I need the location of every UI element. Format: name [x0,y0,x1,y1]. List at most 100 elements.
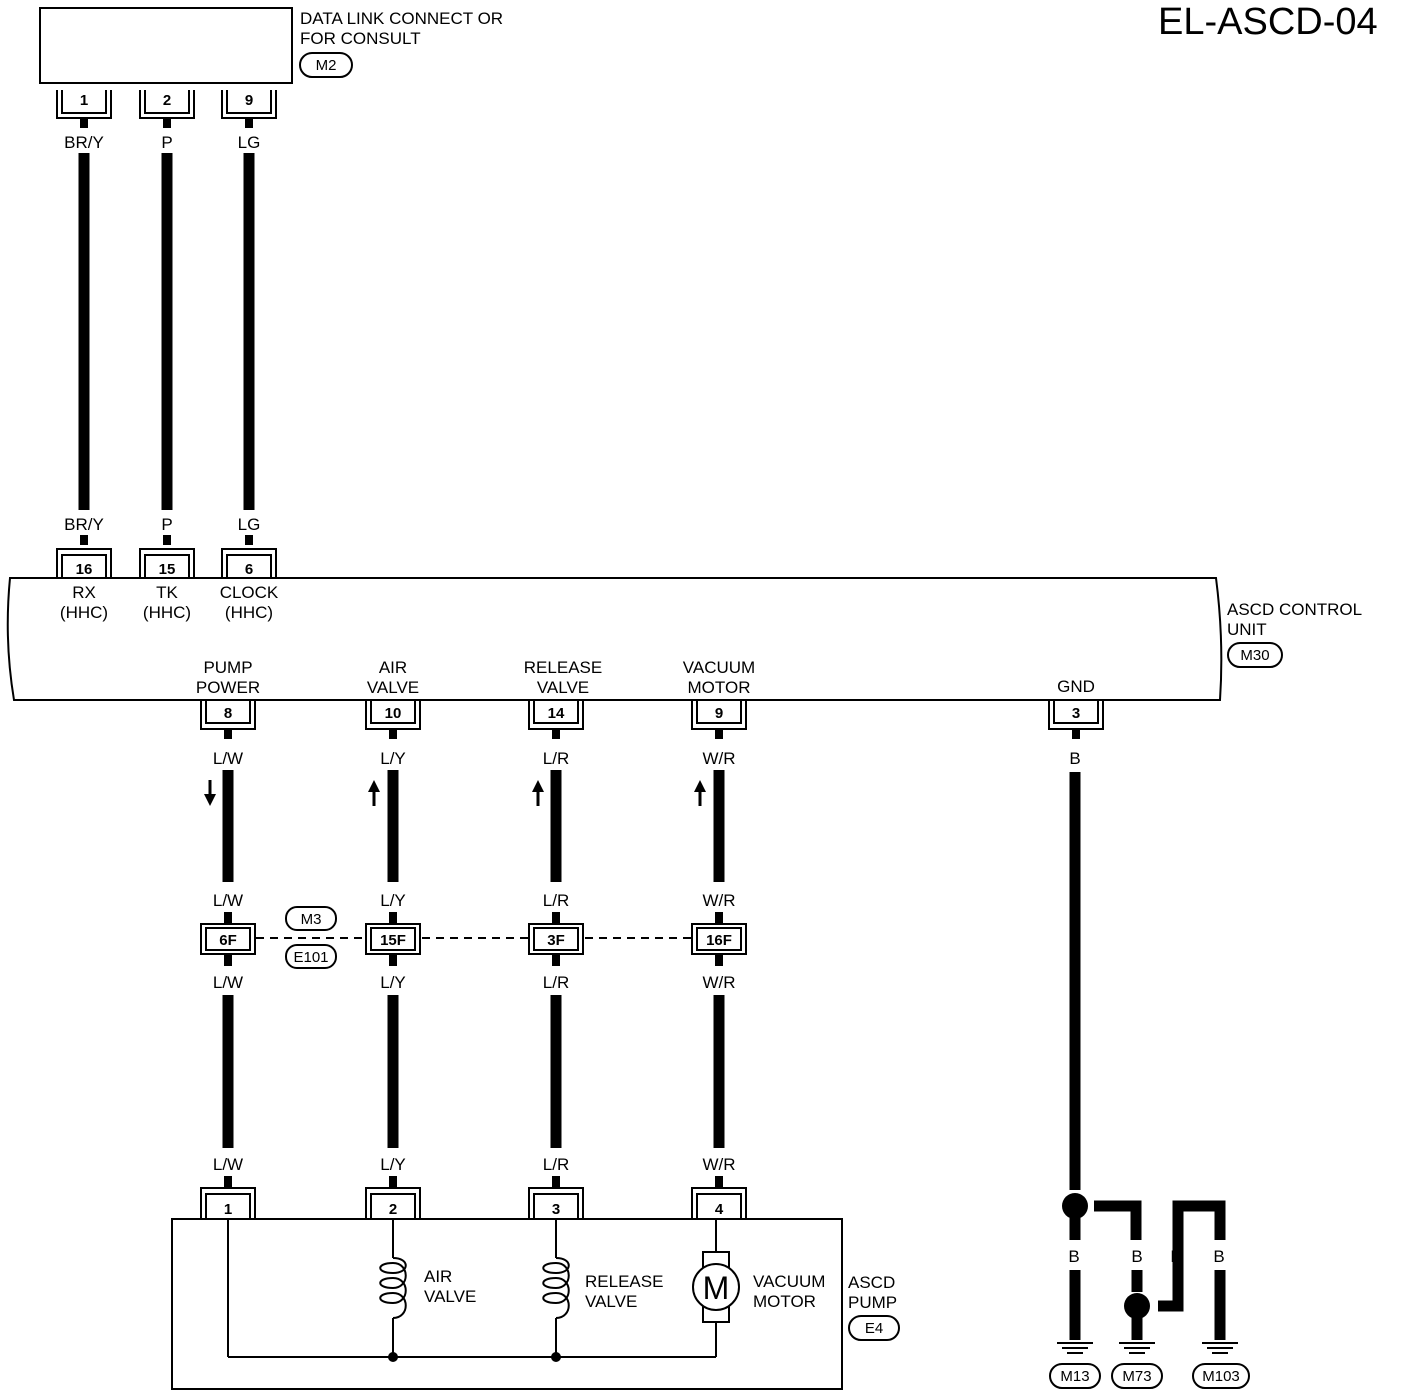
dlc-name-line2: FOR CONSULT [300,29,421,48]
connector-id: M3 [301,911,322,928]
cu-pin-label: 10 [385,705,402,722]
cu-pin-14: 14 [528,700,584,730]
wire-color-label: LG [238,515,261,534]
dlc-connector-id: M2 [316,57,337,74]
cu-pin-10: 10 [365,700,421,730]
ground-circuit: B B B B B M13 [1049,729,1250,1389]
dlc-wires: BR/Y P LG BR/Y P LG [64,118,260,545]
ground-point-id: M13 [1060,1368,1089,1385]
cu-pin-label: 16 [76,561,93,578]
cu-pin-16: 16 [56,548,112,578]
coil-icon [542,1257,570,1319]
cu-pin-label: 14 [548,705,565,722]
pump-pin-label: 1 [224,1201,232,1218]
component-label: VALVE [585,1292,637,1311]
cu-pin-6: 6 [221,548,277,578]
pump-name-line2: PUMP [848,1293,897,1312]
splice-dot [551,1352,561,1362]
joint-label: 6F [219,932,237,949]
terminal-label: TK [156,583,178,602]
dlc-connector-badge [299,52,353,78]
wire-color-label: W/R [702,973,735,992]
wire-color-label: L/R [543,973,569,992]
joint-label: 16F [706,932,732,949]
wire-color-label: W/R [702,749,735,768]
pump-connector-id: E4 [865,1320,883,1337]
dlc-pin-label: 1 [80,92,88,109]
pump-pin-label: 2 [389,1201,397,1218]
arrow-up-icon [532,780,544,806]
wire-color-label: L/Y [380,749,406,768]
wire-color-label: B [1131,1247,1142,1266]
motor-icon: M [692,1251,740,1323]
wire-color-label: BR/Y [64,515,104,534]
joint-3f: 3F [528,923,584,955]
joint-16f: 16F [691,923,747,955]
terminal-label: VALVE [537,678,589,697]
wire-color-label: L/W [213,891,243,910]
control-unit-name-line1: ASCD CONTROL [1227,600,1362,619]
ground-point-id: M73 [1122,1368,1151,1385]
ground-badge-m73 [1111,1363,1163,1389]
dlc-pin-1: 1 [56,90,112,119]
joint-15f: 15F [365,923,421,955]
joint-label: 3F [547,932,565,949]
data-link-connector: DATA LINK CONNECT OR FOR CONSULT M2 1 2 … [39,7,503,119]
cu-pin-9: 9 [691,700,747,730]
dlc-pin-2: 2 [139,90,195,119]
arrow-up-icon [694,780,706,806]
component-label: RELEASE [585,1272,663,1291]
dlc-pin-label: 2 [163,92,171,109]
dlc-pin-9: 9 [221,90,277,119]
component-label: VALVE [424,1287,476,1306]
terminal-label: (HHC) [143,603,191,622]
joint-label: 15F [380,932,406,949]
terminal-label: GND [1057,677,1095,696]
pump-pin-label: 3 [552,1201,560,1218]
terminal-label: CLOCK [220,583,279,602]
pump-pin-1: 1 [200,1187,256,1219]
component-label: VACUUM [753,1272,825,1291]
wire-color-label: LG [238,133,261,152]
cu-pin-15: 15 [139,548,195,578]
wire-color-label: B [1170,1247,1181,1266]
terminal-label: POWER [196,678,260,697]
wire-color-label: W/R [702,1155,735,1174]
wire-color-label: L/R [543,749,569,768]
wire-color-label: L/R [543,1155,569,1174]
joint-6f: 6F [200,923,256,955]
wire-color-label: B [1069,749,1080,768]
wire-color-label: W/R [702,891,735,910]
control-unit-connector-id: M30 [1240,647,1269,664]
cu-pin-label: 15 [159,561,176,578]
wire-color-label: BR/Y [64,133,104,152]
arrow-up-icon [368,780,380,806]
ground-icon [1202,1342,1238,1354]
terminal-label: RELEASE [524,658,602,677]
control-unit-name-line2: UNIT [1227,620,1267,639]
wire-color-label: L/W [213,749,243,768]
coil-icon [379,1257,407,1319]
terminal-label: PUMP [203,658,252,677]
wire-color-label: L/W [213,1155,243,1174]
terminal-label: MOTOR [688,678,751,697]
wire-color-label: P [161,515,172,534]
wire-color-label: L/W [213,973,243,992]
joint-connector-row: 6F 15F 3F 16F M3 E101 [200,906,747,969]
wire-color-label: L/Y [380,891,406,910]
ascd-control-unit: ASCD CONTROL UNIT M30 16 15 6 RX (HHC) T… [6,548,1362,730]
ground-icon [1119,1342,1155,1354]
pump-pin-3: 3 [528,1187,584,1219]
ground-badge-m13 [1049,1363,1101,1389]
terminal-label: RX [72,583,96,602]
wire-color-label: L/Y [380,1155,406,1174]
control-unit-connector-badge [1227,642,1283,668]
motor-symbol: M [703,1270,730,1306]
cu-pin-label: 9 [715,705,723,722]
wire-color-label: B [1213,1247,1224,1266]
cu-pin-label: 3 [1072,705,1080,722]
dlc-pin-label: 9 [245,92,253,109]
lower-wires: L/W L/Y L/R W/R L/W L/Y L/R W/R [213,954,736,1188]
pump-pin-4: 4 [691,1187,747,1219]
cu-pin-8: 8 [200,700,256,730]
